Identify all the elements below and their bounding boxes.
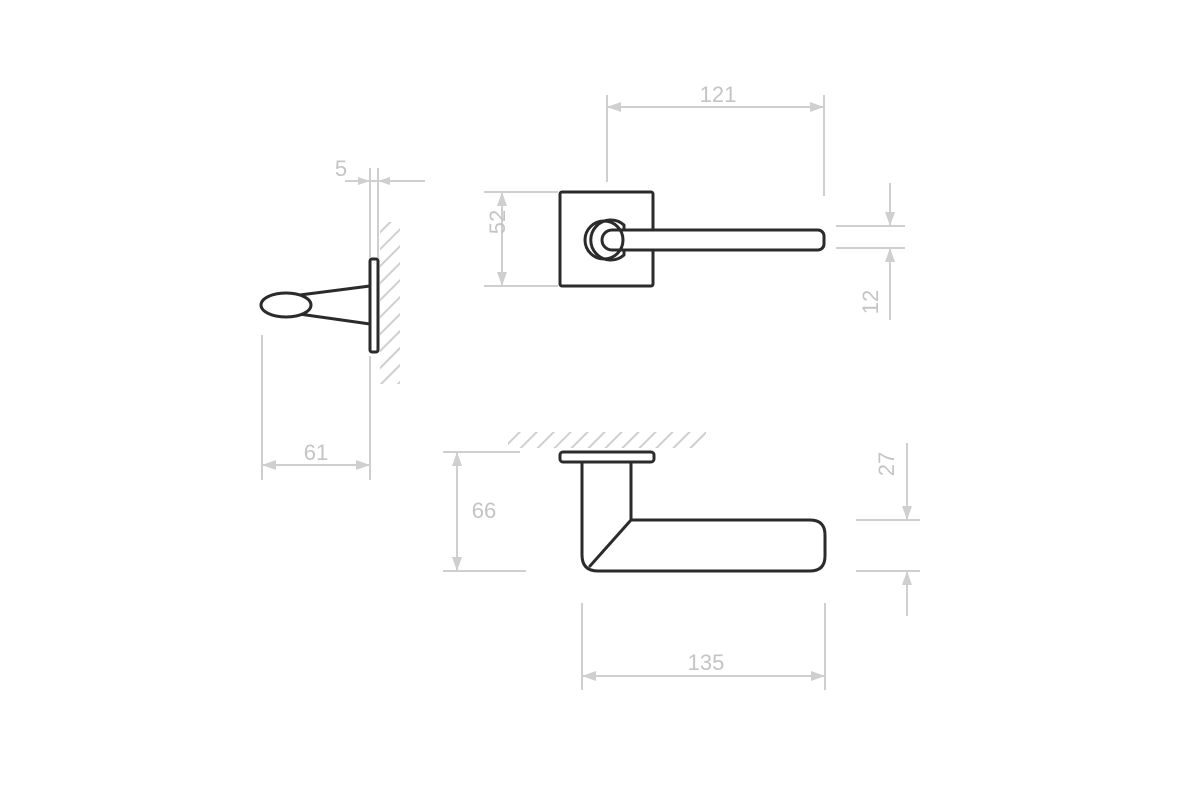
front-view: 121 52 12 <box>484 82 905 320</box>
wall-hatch-top <box>508 432 706 448</box>
dimension-5: 5 <box>335 156 425 258</box>
dimension-52: 52 <box>484 191 558 287</box>
dim-text-lever-height: 27 <box>874 452 899 476</box>
dimension-27: 27 <box>856 443 920 616</box>
side-view: 5 61 <box>259 156 425 480</box>
front-lever-bar <box>594 228 826 252</box>
dim-text-projection: 61 <box>304 440 328 465</box>
dim-text-plate-thickness: 5 <box>335 156 347 181</box>
front-neck-ring <box>583 219 625 261</box>
dimension-61: 61 <box>261 335 371 480</box>
dim-text-handle-length: 121 <box>700 82 737 107</box>
dim-text-lever-total-length: 135 <box>688 650 725 675</box>
top-view: 66 27 135 <box>443 432 920 690</box>
top-lever-bevel <box>588 518 633 568</box>
dimension-121: 121 <box>606 82 825 196</box>
dimension-12: 12 <box>836 183 905 320</box>
dimension-135: 135 <box>581 603 826 690</box>
top-lever-body <box>580 460 827 573</box>
dim-text-lever-projection: 66 <box>472 498 496 523</box>
dim-text-lever-width: 12 <box>858 290 883 314</box>
dimension-66: 66 <box>443 451 526 572</box>
side-lever-end <box>259 291 313 319</box>
wall-hatch-side <box>380 222 400 384</box>
dim-text-rosette-size: 52 <box>485 210 510 234</box>
